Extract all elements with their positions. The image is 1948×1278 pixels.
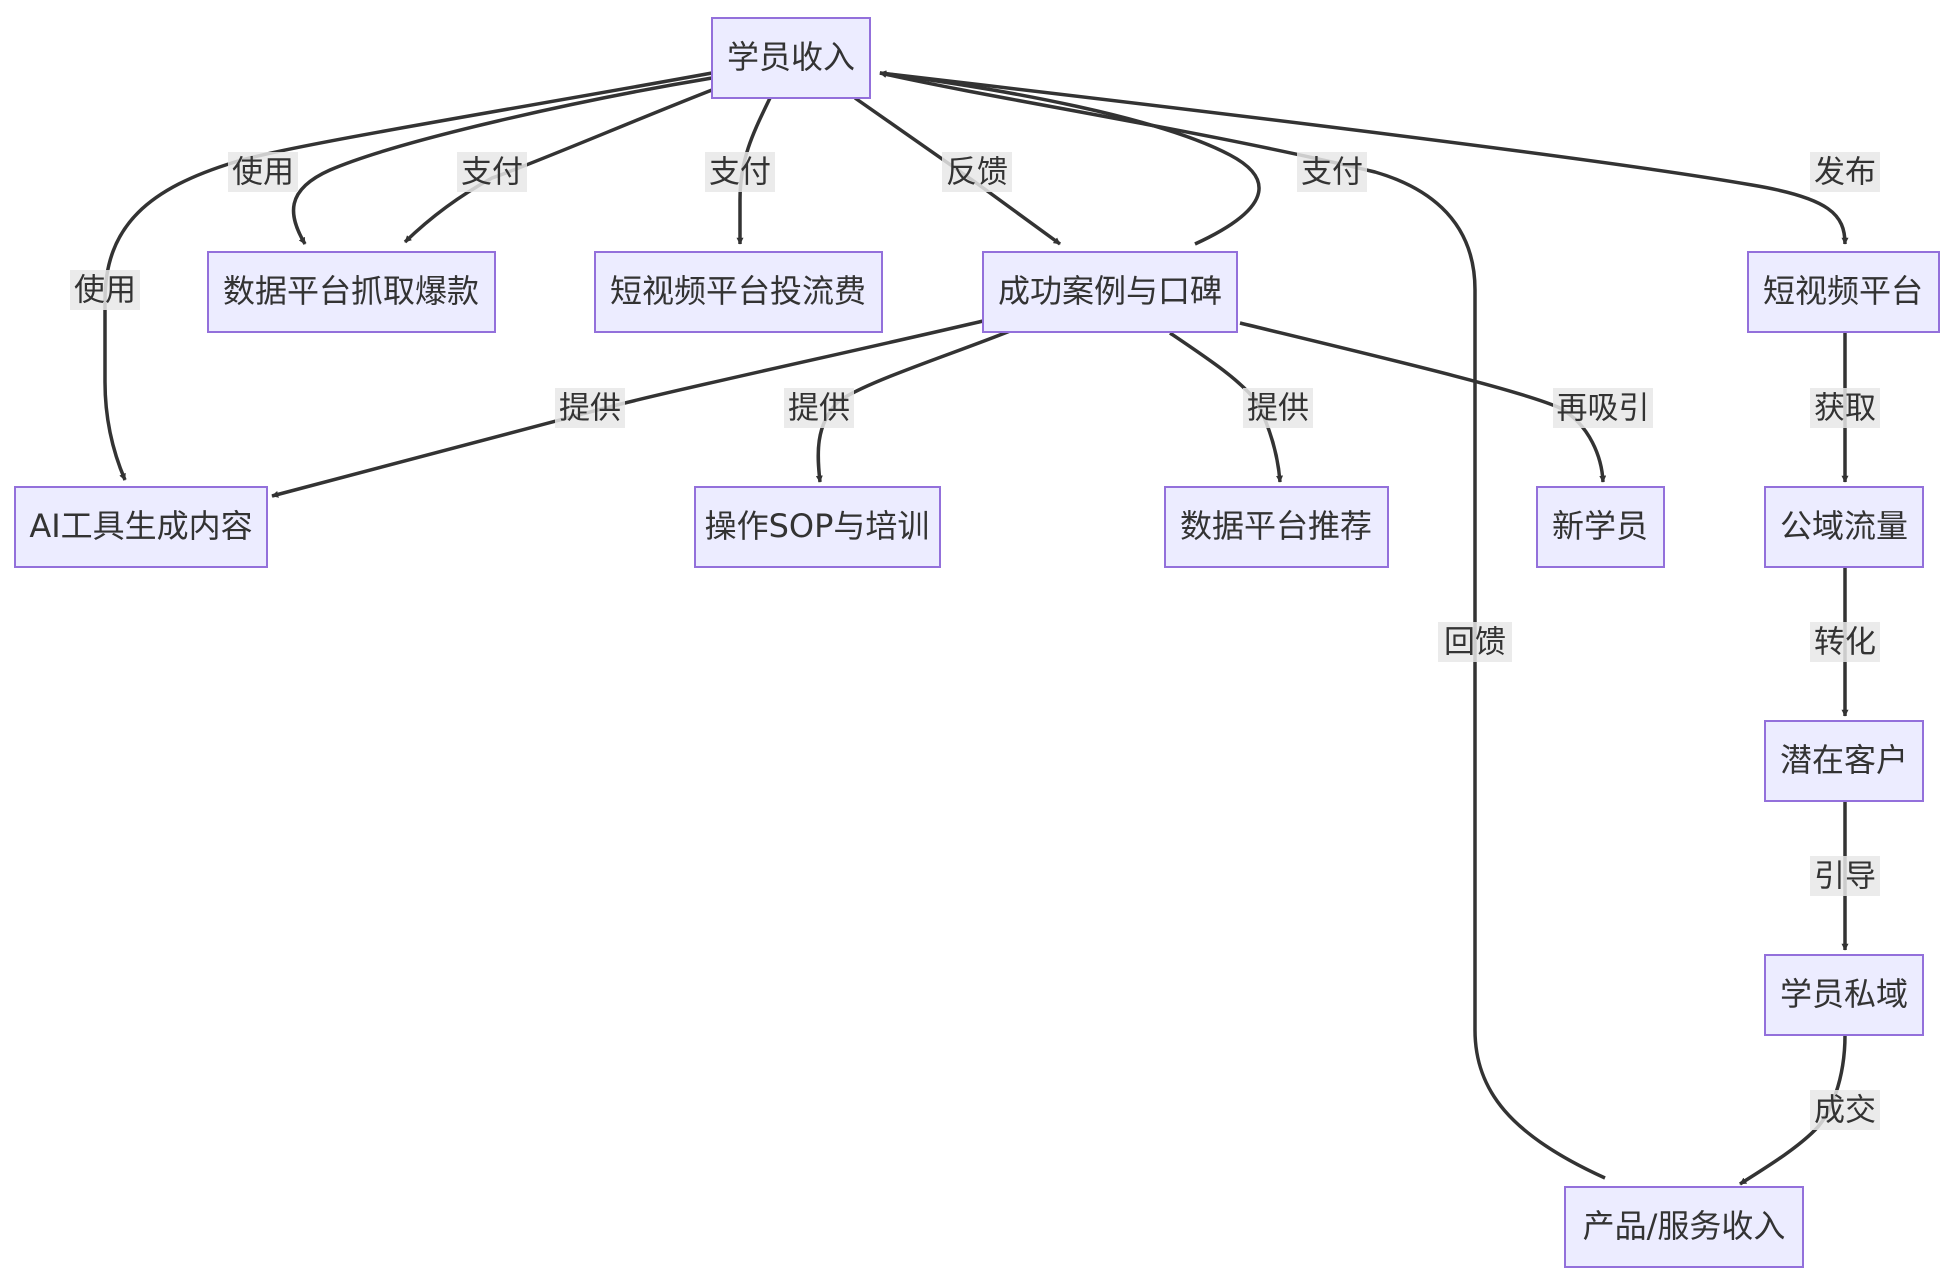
nodes: 学员收入 数据平台抓取爆款 短视频平台投流费 成功案例与口碑 短视频平台 AI工…	[14, 17, 1940, 1268]
edge-product-income-to-income	[879, 70, 1606, 1180]
edge-success-cases-to-ai-tool	[271, 319, 984, 498]
node-data-platform-hot: 数据平台抓取爆款	[207, 251, 496, 333]
node-short-video-platform: 短视频平台	[1747, 251, 1940, 333]
label-pay-data-platform: 支付	[461, 155, 523, 191]
edges	[103, 70, 1849, 1186]
label-guide: 引导	[1814, 859, 1876, 895]
node-public-traffic: 公域流量	[1764, 486, 1924, 568]
label-bg-pay-data-platform	[457, 152, 527, 192]
label-bg-pay-ad-fee	[705, 152, 775, 192]
node-public-traffic-label: 公域流量	[1780, 507, 1908, 545]
label-feedback-cases: 反馈	[946, 155, 1008, 191]
edge-income-to-data-platform-hot	[291, 76, 713, 245]
label-bg-provide-ai	[555, 388, 625, 428]
label-bg-provide-sop	[784, 388, 854, 428]
node-student-private-domain: 学员私域	[1764, 954, 1924, 1036]
edge-success-cases-to-income	[879, 70, 1261, 246]
label-acquire: 获取	[1814, 391, 1876, 427]
label-deal: 成交	[1814, 1093, 1876, 1129]
node-ai-tool-label: AI工具生成内容	[29, 507, 252, 545]
label-provide-ai: 提供	[559, 391, 621, 427]
node-student-income: 学员收入	[711, 17, 871, 99]
label-use-lower: 使用	[74, 273, 136, 309]
label-use-upper: 使用	[232, 155, 294, 191]
node-short-video-ad-fee: 短视频平台投流费	[594, 251, 883, 333]
label-bg-reattract	[1553, 388, 1653, 428]
node-ai-tool: AI工具生成内容	[14, 486, 268, 568]
node-sop-training: 操作SOP与培训	[694, 486, 941, 568]
label-bg-feedback-cases	[942, 152, 1012, 192]
label-feedback-product: 回馈	[1444, 625, 1506, 661]
node-product-income: 产品/服务收入	[1564, 1186, 1804, 1268]
edge-success-cases-to-new-students	[1239, 321, 1607, 483]
label-bg-provide-data-rec	[1243, 388, 1313, 428]
node-new-students: 新学员	[1536, 486, 1665, 568]
label-pay-product: 支付	[1301, 155, 1363, 191]
node-product-income-label: 产品/服务收入	[1583, 1207, 1786, 1245]
node-data-platform-recommend-label: 数据平台推荐	[1180, 507, 1372, 545]
node-student-income-label: 学员收入	[727, 38, 855, 76]
node-potential-customers: 潜在客户	[1764, 720, 1924, 802]
label-bg-use-upper	[228, 152, 298, 192]
label-reattract: 再吸引	[1557, 391, 1650, 427]
edge-data-platform-hot-to-income	[403, 88, 713, 244]
label-convert: 转化	[1814, 625, 1876, 661]
node-short-video-ad-fee-label: 短视频平台投流费	[610, 272, 866, 310]
node-sop-training-label: 操作SOP与培训	[705, 507, 930, 545]
node-success-cases-label: 成功案例与口碑	[998, 272, 1222, 310]
node-short-video-platform-label: 短视频平台	[1763, 272, 1923, 310]
node-data-platform-recommend: 数据平台推荐	[1164, 486, 1389, 568]
node-data-platform-hot-label: 数据平台抓取爆款	[223, 272, 479, 310]
label-publish: 发布	[1814, 155, 1876, 191]
label-bg-convert	[1810, 622, 1880, 662]
label-bg-feedback-product	[1438, 622, 1512, 662]
node-student-private-domain-label: 学员私域	[1780, 975, 1908, 1013]
label-bg-publish	[1810, 152, 1880, 192]
node-success-cases: 成功案例与口碑	[982, 251, 1238, 333]
label-pay-ad-fee: 支付	[709, 155, 771, 191]
label-bg-deal	[1810, 1090, 1880, 1130]
node-potential-customers-label: 潜在客户	[1780, 741, 1908, 779]
label-bg-acquire	[1810, 388, 1880, 428]
label-bg-pay-product	[1297, 152, 1367, 192]
label-bg-guide	[1810, 856, 1880, 896]
node-new-students-label: 新学员	[1552, 507, 1648, 545]
label-bg-use-lower	[70, 270, 140, 310]
label-provide-data-rec: 提供	[1247, 391, 1309, 427]
edge-income-to-short-video-platform	[879, 71, 1849, 245]
edge-labels: 使用 使用 支付 支付 反馈 支付 发布 提供 提供 提供 再吸引 获取 回馈 …	[70, 152, 1880, 1130]
label-provide-sop: 提供	[788, 391, 850, 427]
edge-income-to-ai-tool	[103, 71, 713, 481]
